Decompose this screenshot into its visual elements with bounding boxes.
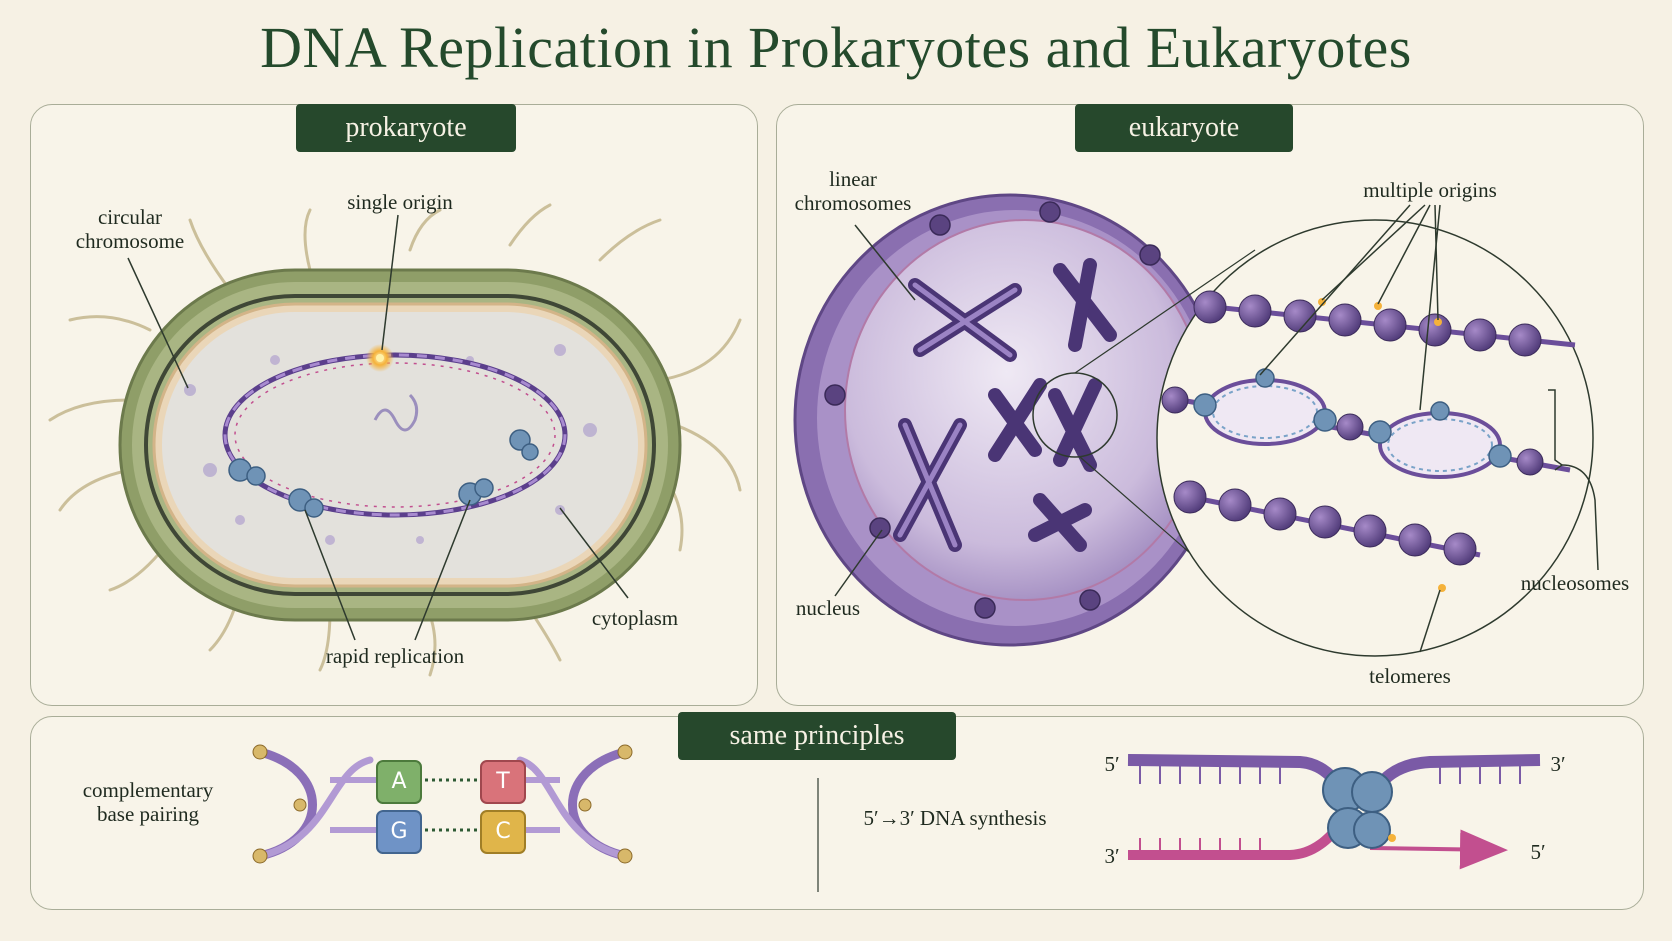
bacterium (48, 203, 742, 677)
label-dna-synthesis: 5′→3′ DNA synthesis (863, 806, 1047, 830)
strand-end-top-right: 3′ (1550, 752, 1566, 776)
page-title: DNA Replication in Prokaryotes and Eukar… (260, 15, 1412, 80)
label-nucleus: nucleus (795, 596, 861, 620)
label-telomeres: telomeres (1369, 664, 1451, 688)
base-G: G (376, 810, 422, 854)
label-linear-chromosomes: linear chromosomes (794, 167, 912, 215)
replication-fork (1127, 754, 1541, 870)
strand-end-bottom-left: 3′ (1104, 844, 1120, 868)
prokaryote-tag: prokaryote (296, 104, 516, 152)
label-rapid-replication: rapid replication (325, 644, 465, 668)
eukaryote-tag: eukaryote (1075, 104, 1293, 152)
prokaryote-leaders (127, 214, 629, 641)
label-nucleosomes: nucleosomes (1520, 571, 1630, 595)
base-T: T (480, 760, 526, 804)
zoom-inset (1156, 219, 1594, 657)
strand-end-bottom-right: 5′ (1530, 840, 1546, 864)
label-base-pairing: complementary base pairing (82, 778, 214, 826)
label-multiple-origins: multiple origins (1363, 178, 1497, 202)
base-pair-ladder (252, 744, 633, 864)
eukaryote-leaders (834, 204, 1599, 653)
strand-end-top-left: 5′ (1104, 752, 1120, 776)
label-cytoplasm: cytoplasm (591, 606, 679, 630)
label-circular-chromosome: circular chromosome (75, 205, 185, 253)
nucleus-illustration (793, 193, 1227, 647)
principles-tag: same principles (678, 712, 956, 760)
base-A: A (376, 760, 422, 804)
label-single-origin: single origin (347, 190, 453, 214)
base-C: C (480, 810, 526, 854)
